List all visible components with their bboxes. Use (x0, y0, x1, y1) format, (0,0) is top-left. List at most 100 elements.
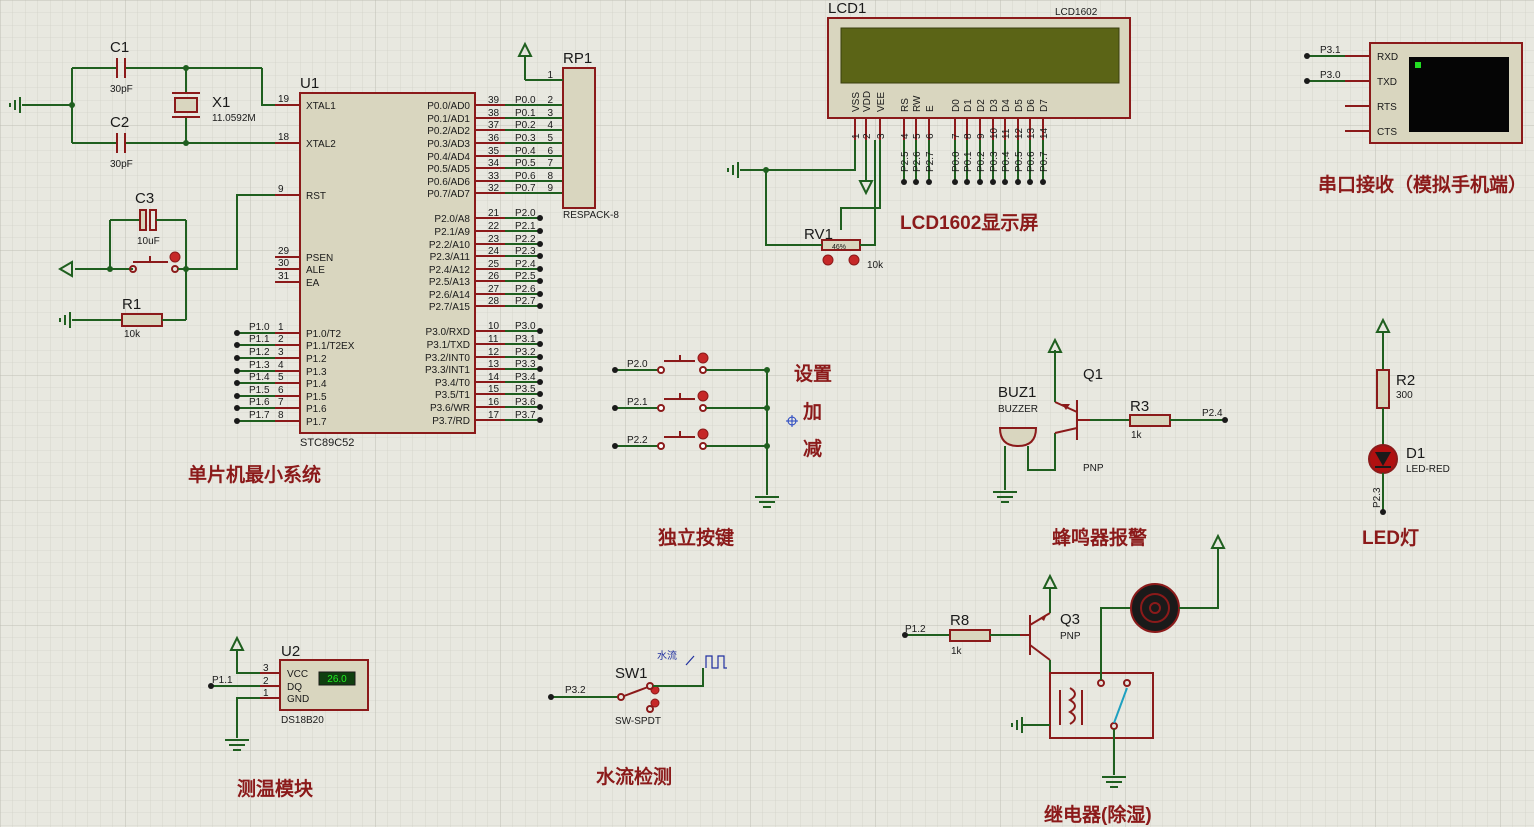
mcu-pin-number: 21 (488, 208, 500, 219)
key-net-label: P2.0 (627, 359, 648, 370)
lcd-pin-number: 12 (1014, 127, 1025, 139)
mcu-net-label: P3.1 (515, 334, 536, 345)
lcd-pin-number: 9 (976, 133, 987, 139)
q3-transistor[interactable] (1020, 612, 1051, 661)
lcd-pin-name: VSS (851, 92, 862, 112)
mcu-net-label: P3.6 (515, 397, 536, 408)
buzzer-group: BUZ1 BUZZER Q1 PNP R3 1k P (993, 337, 1228, 549)
net-terminal-dot (612, 443, 618, 449)
ground-icon-relay-coil (1011, 717, 1023, 733)
c2-value: 30pF (110, 159, 133, 170)
q1-type: PNP (1083, 463, 1104, 474)
motor-fan-icon[interactable] (1130, 583, 1180, 633)
mcu-pin-number: 28 (488, 296, 500, 307)
vcc-arrow-icon-rp1 (517, 41, 533, 57)
c3-capacitor[interactable]: C3 10uF (110, 190, 186, 247)
lcd-pin-name: D5 (1014, 99, 1025, 112)
key-button-2[interactable] (657, 428, 709, 450)
key-contact (657, 404, 665, 412)
rp1-pin-number: 6 (547, 146, 553, 157)
key-probe (697, 390, 709, 402)
mcu-pin-number: 15 (488, 384, 500, 395)
u1-body[interactable] (299, 92, 476, 434)
net-terminal-dot (612, 405, 618, 411)
mcu-pin-number: 8 (278, 410, 284, 421)
mcu-pin-name: P1.7 (306, 417, 327, 428)
x1-value: 11.0592M (212, 113, 256, 124)
rp1-pin-number: 7 (547, 158, 553, 169)
c1-value: 30pF (110, 84, 133, 95)
ground-icon-lcd (727, 162, 739, 178)
mcu-pin-number: 3 (278, 347, 284, 358)
net-terminal-dot (537, 241, 543, 247)
d1-led[interactable]: D1 LED-RED (1368, 444, 1450, 475)
rv1-value: 10k (867, 260, 884, 271)
ground-icon-u2 (225, 739, 249, 751)
mcu-net-label: P2.6 (515, 284, 536, 295)
net-terminal-dot (537, 341, 543, 347)
key-net-label: P2.1 (627, 397, 648, 408)
d1-ref: D1 (1406, 445, 1425, 462)
mcu-pin-name: P2.7/A15 (429, 302, 471, 313)
mcu-net-label: P1.5 (249, 385, 270, 396)
mcu-net-label: P1.0 (249, 322, 270, 333)
terminal-pin-name: TXD (1377, 77, 1397, 88)
lcd-pin-name: D4 (1001, 99, 1012, 112)
u2-pin-name: VCC (287, 669, 308, 680)
r2-ref: R2 (1396, 372, 1415, 389)
r3-net: P2.4 (1202, 408, 1223, 419)
x1-crystal[interactable]: X1 11.0592M (172, 65, 256, 146)
mcu-pin-number: 17 (488, 410, 500, 421)
r8-ref: R8 (950, 612, 969, 629)
terminal-pin-name: CTS (1377, 127, 1397, 138)
r2-value: 300 (1396, 390, 1413, 401)
mcu-left-pins: 19XTAL118XTAL29RST29PSEN30ALE31EA1P1.0/T… (234, 94, 355, 428)
buzzer-icon[interactable] (998, 427, 1038, 448)
rp1-pin-number: 5 (547, 133, 553, 144)
u2-pin-number: 3 (263, 663, 269, 674)
mcu-pin-number: 14 (488, 372, 500, 383)
lcd-pin-name: D0 (951, 99, 962, 112)
c2-capacitor[interactable]: C2 30pF (72, 114, 300, 170)
lcd-net-label: P2.7 (925, 151, 936, 172)
mcu-net-label: P3.4 (515, 372, 536, 383)
buz1-part: BUZZER (998, 404, 1038, 415)
mcu-pin-name: XTAL2 (306, 139, 336, 150)
sw1-net: P3.2 (565, 685, 586, 696)
net-terminal-dot (234, 418, 240, 424)
u2-pin-number: 1 (263, 688, 269, 699)
section-title-temp: 测温模块 (237, 777, 314, 800)
c1-capacitor[interactable]: C1 30pF (72, 39, 262, 95)
q1-transistor[interactable] (1054, 400, 1090, 440)
key-probe (697, 428, 709, 440)
ground-icon-keys (755, 496, 779, 508)
vcc-arrow-icon-motor (1210, 533, 1226, 549)
mcu-pin-number: 4 (278, 360, 284, 371)
r3-resistor[interactable]: R3 1k P2.4 (1090, 398, 1228, 441)
key-button-0[interactable] (657, 352, 709, 374)
key-contact (699, 366, 707, 374)
lcd1-screen (840, 27, 1120, 84)
mcu-pin-name: P1.6 (306, 404, 327, 415)
r1-resistor[interactable]: R1 10k (72, 296, 186, 340)
mcu-pin-number: 24 (488, 246, 500, 257)
reset-button[interactable] (75, 251, 186, 273)
c3-ref: C3 (135, 190, 154, 207)
rp1-pin-number: 1 (547, 70, 553, 81)
net-terminal-dot (537, 354, 543, 360)
u2-ref: U2 (281, 643, 300, 660)
terminal-pin-name: RTS (1377, 102, 1397, 113)
mcu-net-label: P0.6 (515, 171, 536, 182)
sw1-switch[interactable] (617, 682, 660, 713)
u1-part: STC89C52 (300, 437, 354, 449)
mcu-pin-name: P2.3/A11 (430, 252, 471, 263)
mcu-net-label: P1.6 (249, 397, 270, 408)
mcu-pin-name: P3.5/T1 (435, 390, 470, 401)
r8-resistor[interactable]: R8 1k (949, 612, 991, 657)
c3-value: 10uF (137, 236, 160, 247)
mcu-pin-name: P0.6/AD6 (427, 177, 470, 188)
